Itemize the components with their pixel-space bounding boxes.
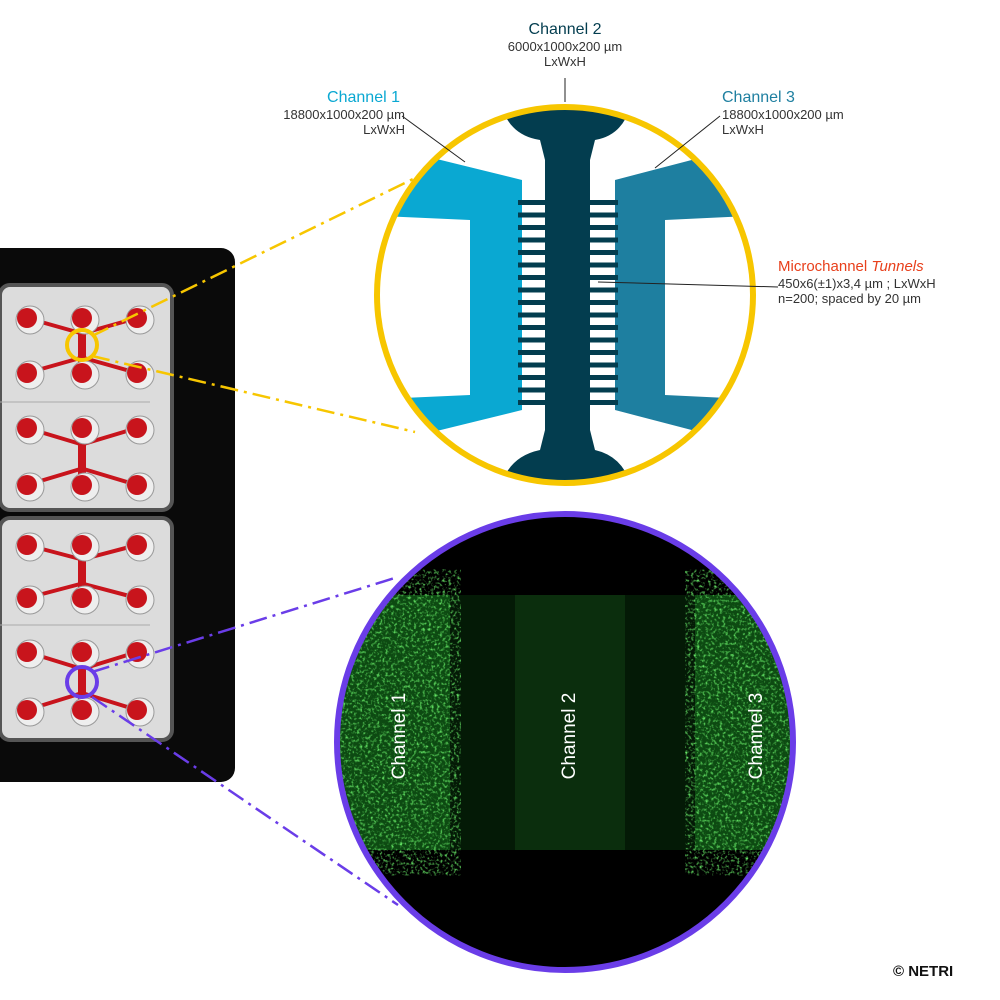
channel-3-label: Channel 3 18800x1000x200 µm LxWxH (722, 88, 902, 137)
microfluidic-chip (15, 639, 155, 727)
well (127, 588, 147, 608)
well (72, 588, 92, 608)
channel-2-unit: LxWxH (544, 54, 586, 69)
channel-2-label: Channel 2 6000x1000x200 µm LxWxH (490, 20, 640, 69)
well (17, 475, 37, 495)
well (72, 535, 92, 555)
well (72, 308, 92, 328)
well (127, 363, 147, 383)
well (72, 642, 92, 662)
well (17, 535, 37, 555)
well (17, 588, 37, 608)
image-label-channel-3: Channel 3 (746, 692, 767, 780)
well (127, 308, 147, 328)
channel-3-shape (615, 150, 753, 440)
copyright: © NETRI (893, 963, 954, 980)
channel-1-title: Channel 1 (327, 89, 400, 106)
tunnels-title: Microchannel (778, 258, 872, 275)
image-label-channel-1: Channel 1 (389, 692, 410, 780)
microfluidic-chip (15, 415, 155, 502)
chip-plate (0, 248, 235, 782)
channel-2-title: Channel 2 (528, 21, 602, 38)
channel-3-unit: LxWxH (722, 122, 764, 137)
channel-1-shape (377, 150, 522, 440)
zoom-marker-bottom (65, 665, 99, 699)
channel-2-dims: 6000x1000x200 µm (507, 39, 623, 54)
tunnels-count: n=200; spaced by 20 µm (778, 291, 921, 306)
well (72, 363, 92, 383)
tunnels-title-italic: Tunnels (871, 258, 924, 275)
image-label-channel-2: Channel 2 (559, 692, 580, 780)
zoom-circle-bottom (334, 511, 796, 973)
well (17, 363, 37, 383)
tunnels-dims: 450x6(±1)x3,4 µm ; LxWxH (778, 276, 936, 291)
well (127, 642, 147, 662)
well (17, 642, 37, 662)
channel-schematic (377, 107, 753, 483)
well (72, 475, 92, 495)
well (72, 700, 92, 720)
channel-2-shape (500, 107, 632, 483)
well (127, 700, 147, 720)
well (17, 700, 37, 720)
well (127, 535, 147, 555)
microfluidic-chip (15, 532, 155, 615)
leader-lines (401, 78, 779, 288)
tunnels-label: Microchannel Tunnels 450x6(±1)x3,4 µm ; … (778, 257, 1000, 306)
well (127, 475, 147, 495)
zoom-circle-top (374, 104, 756, 486)
channel-1-unit: LxWxH (363, 122, 405, 137)
well (127, 418, 147, 438)
channel-3-title: Channel 3 (722, 89, 795, 106)
zoom-lines-bottom (91, 575, 399, 907)
zoom-marker-top (65, 328, 99, 362)
zoom-lines-top (91, 176, 416, 434)
well (72, 418, 92, 438)
channel-1-dims: 18800x1000x200 µm (283, 107, 405, 122)
well (17, 308, 37, 328)
channel-1-label: Channel 1 18800x1000x200 µm LxWxH (230, 88, 405, 137)
channel-3-dims: 18800x1000x200 µm (722, 107, 844, 122)
microfluidic-chip (15, 305, 155, 390)
well (17, 418, 37, 438)
